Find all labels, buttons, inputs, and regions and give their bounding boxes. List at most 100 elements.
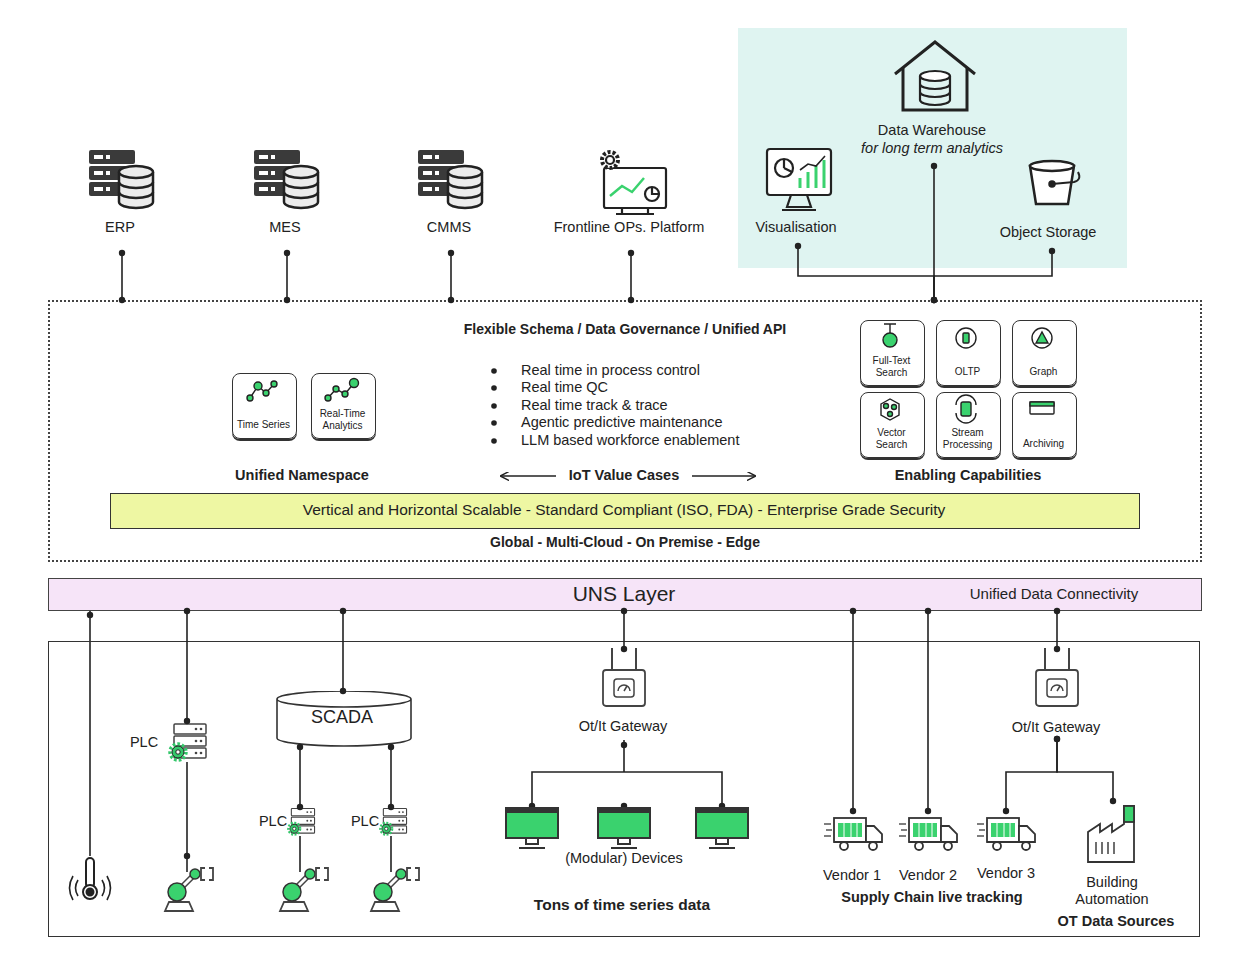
plc-node: PLC [126, 721, 214, 765]
connector-line [1057, 739, 1113, 801]
mes-icon [254, 150, 318, 208]
capability-tile-icons [884, 404, 889, 409]
thermometer-icon [87, 889, 94, 896]
capability-tile-icons [247, 395, 253, 401]
warehouse-icon [920, 76, 950, 105]
warehouse-icon [895, 42, 975, 74]
connector-line [450, 253, 452, 300]
capability-tile-icons [881, 399, 899, 420]
capability-tile: Real-Time Analytics [311, 373, 376, 439]
node-label: Real-Time Analytics [312, 408, 373, 432]
capability-tile-icons [350, 379, 359, 388]
bullet-marks [491, 403, 497, 409]
frontline-icon [616, 208, 654, 214]
connector-line [1056, 611, 1058, 649]
ot-sources-frame: OT Data SourcesPLCSCADAPLCPLCOt/It Gatew… [48, 641, 1200, 937]
node-label: Object Storage [985, 224, 1111, 241]
visualisation-node: Visualisation [743, 143, 853, 246]
plc-icon [170, 724, 206, 760]
node-label: Vertical and Horizontal Scalable - Stand… [111, 501, 1137, 520]
node-label: Graph [1013, 366, 1074, 378]
system-node: ERP [72, 143, 172, 253]
field-wires [300, 836, 391, 872]
warehouse-icon [903, 68, 967, 110]
device-monitor [506, 808, 558, 848]
group-caption: Enabling Capabilities [858, 467, 1078, 484]
thermometer-icon [86, 858, 94, 888]
capability-tile: Archiving [1012, 392, 1077, 458]
visualisation-icon [775, 159, 793, 177]
factory-icon [1096, 842, 1114, 854]
connector-line [342, 611, 344, 691]
plc-icon [288, 808, 314, 834]
node-label: Vector Search [861, 427, 922, 451]
capability-tile-icons [271, 381, 277, 387]
storage-node: Object Storage [985, 148, 1115, 251]
node-label: Time Series [233, 419, 294, 431]
node-label: Flexible Schema / Data Governance / Unif… [50, 321, 1200, 338]
visualisation-icon [800, 156, 825, 170]
visualisation-icon [767, 149, 831, 195]
node-label: Data Warehouse [834, 122, 1030, 139]
gateway-icons [603, 648, 1078, 706]
connector-group [122, 166, 1113, 811]
node-label: OT Data Sources [1049, 913, 1183, 930]
cylinder-outline [277, 691, 411, 746]
node-label: PLC [256, 813, 290, 830]
warehouse-node: Data Warehousefor long term analytics [834, 36, 1034, 166]
gateway-icon [1036, 648, 1078, 706]
capability-tile: Time Series [232, 373, 297, 439]
node-label: MES [237, 219, 333, 236]
value-case-item: Real time track & trace [521, 397, 668, 414]
robot-icons [165, 868, 419, 911]
value-case-arrows [692, 475, 755, 477]
connector-line [186, 611, 188, 721]
system-node: CMMS [401, 143, 501, 253]
connector-line [623, 611, 625, 649]
wire-dots [184, 853, 190, 859]
connector-line [121, 253, 123, 300]
device-icons [506, 808, 748, 848]
factory-icon [1088, 806, 1134, 862]
device-monitor [696, 808, 748, 848]
platform-container: Flexible Schema / Data Governance / Unif… [48, 300, 1202, 562]
frontline-icon [652, 187, 659, 194]
connector-line [934, 251, 1052, 300]
visualisation-icon [767, 149, 831, 210]
uns-band: UNS LayerUnified Data Connectivity [48, 578, 1202, 611]
server-icons [89, 150, 482, 208]
value-case-item: Agentic predictive maintenance [521, 414, 723, 431]
capability-tile: Full-Text Search [860, 320, 925, 386]
object-storage-icon [1052, 172, 1079, 184]
robot-arm [165, 868, 213, 911]
plc-icon [380, 808, 406, 834]
node-label: PLC [126, 734, 162, 751]
node-label: Visualisation [743, 219, 849, 236]
wire-dots [87, 612, 725, 859]
object-storage-icon [1050, 182, 1055, 187]
group-caption: Supply Chain live tracking [812, 889, 1052, 906]
connector-line [1006, 739, 1057, 811]
frontline-icon [606, 156, 614, 164]
node-label: Archiving [1013, 438, 1074, 450]
connector-line [390, 747, 392, 807]
field-wires [89, 611, 91, 856]
object-storage-icon [1030, 161, 1074, 171]
visualisation-icon [784, 159, 792, 172]
connector-line [630, 253, 632, 300]
node-label: Ot/It Gateway [560, 718, 686, 735]
frontline-icon [602, 152, 666, 214]
capability-tile-icons [963, 333, 969, 343]
bullet-marks [491, 420, 497, 426]
node-label: Building Automation [1067, 874, 1157, 909]
node-label: Full-Text Search [861, 355, 922, 379]
wire-dots [621, 742, 627, 748]
warehouse-icon [920, 71, 950, 81]
capability-tile: Stream Processing [936, 392, 1001, 458]
group-caption: IoT Value Cases [554, 467, 694, 484]
robot-arm [371, 868, 419, 911]
truck [824, 818, 882, 850]
